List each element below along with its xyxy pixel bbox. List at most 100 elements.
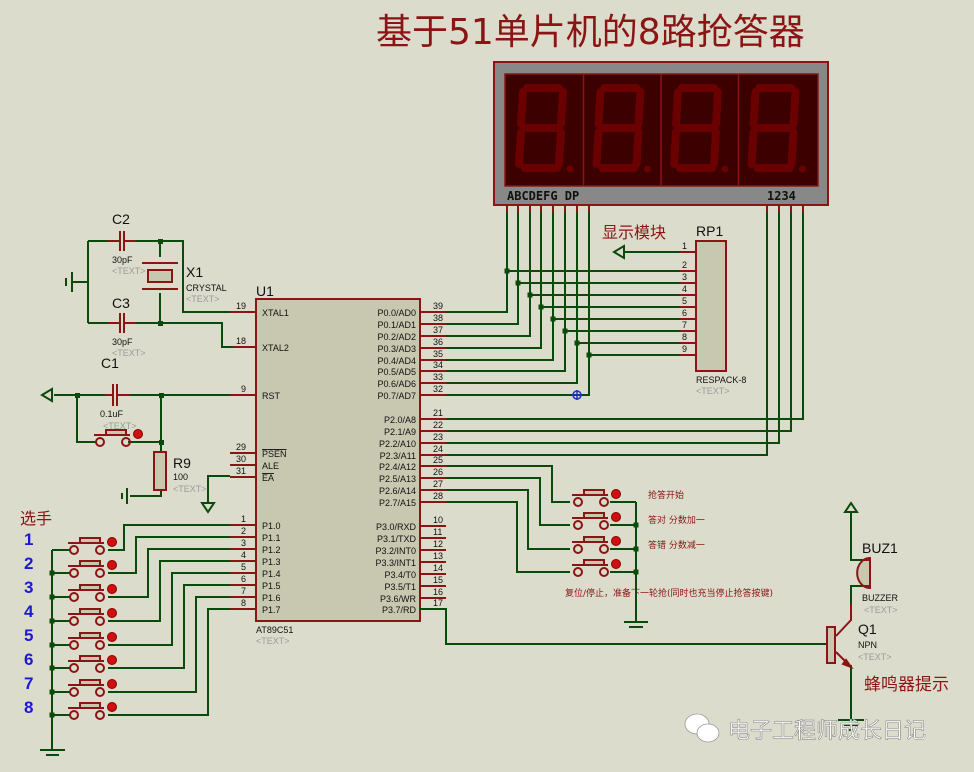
button-contact: [69, 616, 79, 626]
mcu-pin-number: 1: [241, 514, 246, 524]
button-state-indicator: [107, 702, 117, 712]
reset-button[interactable]: [94, 429, 143, 447]
mcu-body: [255, 298, 421, 622]
button-cap: [583, 559, 605, 566]
segment: [789, 88, 800, 128]
seven-segment-display: ABCDEFG DP 1234: [493, 61, 829, 206]
mcu-pin-number: 38: [433, 313, 443, 323]
player-button-3[interactable]: [68, 584, 117, 602]
buzzer-label: 蜂鸣器提示: [864, 675, 949, 695]
c2-ref: C2: [112, 211, 130, 227]
control-button[interactable]: [572, 536, 621, 554]
player-button-4[interactable]: [68, 608, 117, 626]
reset-wires: [54, 394, 230, 497]
player-button-7[interactable]: [68, 679, 117, 697]
segment-pin-label: ABCDEFG DP: [507, 189, 579, 203]
rp1-value: RESPACK-8: [696, 375, 746, 385]
mcu-pin-number: 28: [433, 491, 443, 501]
mcu-pin-name: P2.2/A10: [379, 439, 416, 449]
mcu-pin-number: 3: [241, 538, 246, 548]
mcu-pin-name: P2.6/A14: [379, 486, 416, 496]
mcu-u1: U1 AT89C51 <TEXT> 19XTAL118XTAL29RST29PS…: [230, 283, 446, 646]
p0-display-wire: [446, 212, 508, 313]
p2-digit-wire: [446, 212, 804, 420]
button-contact: [599, 544, 609, 554]
r9-resistor: [153, 451, 167, 491]
mcu-pin-number: 39: [433, 301, 443, 311]
segment: [712, 88, 722, 128]
x1-ref: X1: [186, 264, 203, 280]
segment: [747, 128, 758, 168]
button-contact: [95, 687, 105, 697]
mcu-pin-number: 18: [236, 336, 246, 346]
p2-digit-wire: [446, 212, 768, 456]
mcu-pin-name: EA: [262, 473, 274, 483]
button-contact: [95, 663, 105, 673]
player-number: 7: [24, 674, 33, 693]
mcu-pin-name: P0.4/AD4: [377, 356, 416, 366]
player-button-8[interactable]: [68, 702, 117, 720]
button-cap: [583, 489, 605, 496]
button-contact: [599, 520, 609, 530]
rp1-pin-number: 3: [682, 272, 687, 282]
player-button-6[interactable]: [68, 655, 117, 673]
mcu-pin-number: 8: [241, 598, 246, 608]
button-contact: [95, 640, 105, 650]
control-button-label: 答错 分数减一: [648, 539, 705, 551]
junction-dot: [49, 594, 55, 600]
button-state-indicator: [107, 537, 117, 547]
player-signal-wire: [108, 548, 230, 598]
button-state-indicator: [133, 429, 143, 439]
mcu-pin-number: 25: [433, 455, 443, 465]
control-button-label: 答对 分数加一: [648, 514, 705, 526]
player-signal-wire: [108, 596, 230, 693]
mcu-pin-name: P1.0: [262, 521, 281, 531]
decimal-point: [644, 165, 651, 173]
button-state-indicator: [107, 608, 117, 618]
player-signal-wire: [108, 536, 230, 574]
mcu-pin-number: 29: [236, 442, 246, 452]
control-button[interactable]: [572, 559, 621, 577]
segment: [555, 128, 565, 168]
player-button-5[interactable]: [68, 632, 117, 650]
junction-dot: [49, 665, 55, 671]
button-contact: [599, 497, 609, 507]
control-button[interactable]: [572, 489, 621, 507]
q1-value: NPN: [858, 640, 877, 650]
button-cap: [79, 560, 101, 567]
c3-ref: C3: [112, 295, 130, 311]
p0-display-wire: [446, 212, 590, 396]
mcu-pin-name: P1.2: [262, 545, 281, 555]
c1-text: <TEXT>: [103, 421, 137, 431]
player-signal-wire: [108, 572, 230, 646]
segment: [710, 128, 720, 168]
watermark-text: 电子工程师成长日记: [728, 719, 926, 744]
junction-dot: [550, 316, 556, 322]
mcu-pin-name: ALE: [262, 461, 279, 471]
mcu-pin-name: PSEN: [262, 449, 287, 459]
control-button-label: 抢答开始: [648, 489, 684, 501]
rp1-ref: RP1: [696, 223, 723, 239]
schematic-title: 基于51单片机的8路抢答器: [376, 12, 805, 53]
mcu-pin-name: P3.2/INT0: [375, 546, 416, 556]
control-button[interactable]: [572, 512, 621, 530]
mcu-pin-name: P3.0/RXD: [376, 522, 417, 532]
button-contact: [95, 437, 105, 447]
button-cap: [105, 429, 127, 436]
mcu-pin-name: P1.6: [262, 593, 281, 603]
button-contact: [95, 710, 105, 720]
mcu-pin-name: P3.6/WR: [380, 594, 417, 604]
player-button-1[interactable]: [68, 537, 117, 555]
button-contact: [69, 687, 79, 697]
mcu-pin-number: 24: [433, 444, 443, 454]
button-state-indicator: [611, 559, 621, 569]
rp1-pin-number: 8: [682, 332, 687, 342]
button-cap: [79, 655, 101, 662]
segment: [592, 128, 603, 168]
player-button-2[interactable]: [68, 560, 117, 578]
junction-dot: [49, 689, 55, 695]
display-digit: [515, 84, 574, 173]
segment: [749, 88, 760, 128]
mcu-pin-name: RST: [262, 391, 281, 401]
